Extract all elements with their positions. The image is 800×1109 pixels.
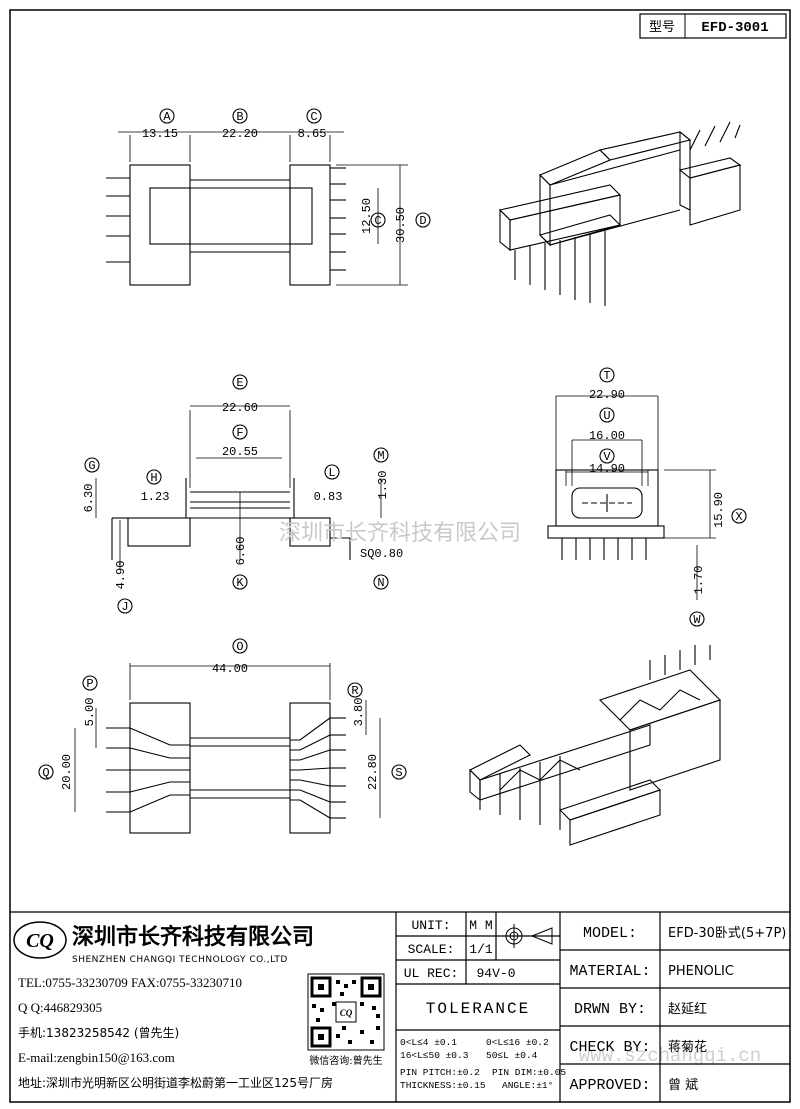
- dim-f: 20.55: [222, 445, 258, 459]
- label-b: B: [236, 110, 243, 124]
- ulrec-value: 94V-0: [476, 966, 515, 981]
- label-o: O: [236, 640, 243, 654]
- company-tel: TEL:0755-33230709 FAX:0755-33230710: [18, 975, 242, 990]
- label-a: A: [163, 110, 171, 124]
- watermark-text: 深圳市长齐科技有限公司: [279, 521, 521, 546]
- drawn-value: 赵延红: [668, 1001, 707, 1017]
- approved-label: APPROVED:: [569, 1077, 650, 1094]
- label-w: W: [693, 613, 701, 627]
- label-f: F: [236, 426, 243, 440]
- dim-e: 22.60: [222, 401, 258, 415]
- qr-code: CQ: [307, 973, 385, 1051]
- model-value: EFD-30卧式(5+7P): [668, 926, 786, 941]
- dim-o: 44.00: [212, 662, 248, 676]
- dim-n: SQ0.80: [360, 547, 403, 561]
- iso-view-top: [498, 121, 742, 306]
- label-g: G: [88, 459, 95, 473]
- dim-d: 30.50: [394, 207, 408, 243]
- label-x: X: [735, 510, 742, 524]
- dim-g: 6.30: [82, 484, 96, 513]
- iso-view-bottom: [469, 645, 722, 846]
- tolerance-title: TOLERANCE: [426, 1000, 530, 1018]
- label-k: K: [236, 576, 244, 590]
- tol-angle: ANGLE:±1°: [502, 1080, 553, 1091]
- label-v: V: [603, 450, 611, 464]
- label-j: J: [121, 600, 128, 614]
- label-t: T: [603, 369, 610, 383]
- dim-t: 22.90: [589, 388, 625, 402]
- company-name-cn: 深圳市长齐科技有限公司: [72, 924, 314, 950]
- approved-value: 曾 斌: [668, 1078, 698, 1093]
- drawn-label: DRWN BY:: [574, 1001, 646, 1018]
- unit-label: UNIT:: [411, 918, 450, 933]
- dim-r: 3.80: [352, 698, 366, 727]
- end-view: [547, 367, 747, 627]
- label-p: P: [86, 677, 93, 691]
- label-l: L: [328, 466, 335, 480]
- label-m: M: [377, 449, 384, 463]
- model-label: MODEL:: [583, 925, 637, 942]
- label-n: N: [377, 576, 384, 590]
- material-label: MATERIAL:: [569, 963, 650, 980]
- watermark-url: www.szchangqi.cn: [579, 1045, 761, 1067]
- scale-label: SCALE:: [408, 942, 455, 957]
- check-value: 蒋菊花: [668, 1039, 707, 1055]
- label-c: C: [310, 110, 317, 124]
- dim-m: 1.30: [376, 471, 390, 500]
- top-view: [106, 108, 431, 286]
- dim-u: 16.00: [589, 429, 625, 443]
- label-e: E: [236, 376, 243, 390]
- qr-logo-text: CQ: [340, 1008, 353, 1018]
- company-phone: 手机:13823258542 (曾先生): [18, 1026, 179, 1040]
- header-model-value: EFD-3001: [701, 20, 768, 36]
- label-c2: C: [374, 214, 381, 228]
- dim-p: 5.00: [83, 698, 97, 727]
- dim-h: 1.23: [141, 490, 170, 504]
- header-model-box: 型号 EFD-3001: [639, 13, 787, 39]
- company-address: 地址:深圳市光明新区公明街道李松蔚第一工业区125号厂房: [18, 1075, 333, 1090]
- dim-c2: 12.50: [360, 198, 374, 234]
- label-u: U: [603, 409, 610, 423]
- tol-pin-pitch: PIN PITCH:±0.2: [400, 1067, 480, 1078]
- company-qq: Q Q:446829305: [18, 1000, 102, 1015]
- dim-k: 6.60: [234, 537, 248, 566]
- label-r: R: [351, 684, 358, 698]
- side-view: [84, 374, 389, 614]
- dim-j: 4.90: [114, 561, 128, 590]
- dim-w: 1.70: [692, 566, 706, 595]
- bottom-view: [38, 638, 407, 834]
- ulrec-label: UL REC:: [404, 966, 459, 981]
- sheet-border: [9, 9, 791, 1103]
- tol-pin-dim: PIN DIM:±0.05: [492, 1067, 566, 1078]
- dim-b: 22.20: [222, 127, 258, 141]
- company-email: E-mail:zengbin150@163.com: [18, 1050, 175, 1065]
- label-s: S: [395, 766, 402, 780]
- label-d: D: [419, 214, 426, 228]
- label-q: Q: [42, 766, 49, 780]
- dim-c: 8.65: [298, 127, 327, 141]
- dim-s: 22.80: [366, 754, 380, 790]
- qr-caption: 微信咨询:曾先生: [309, 1054, 382, 1067]
- tol-row-4: 50≤L ±0.4: [486, 1050, 538, 1061]
- tol-row-2: 0<L≤16 ±0.2: [486, 1037, 549, 1048]
- dim-v: 14.90: [589, 462, 625, 476]
- unit-value: M M: [469, 918, 492, 933]
- company-name-en: SHENZHEN CHANGQI TECHNOLOGY CO.,LTD: [72, 955, 288, 965]
- logo-text: CQ: [26, 930, 54, 952]
- dim-a: 13.15: [142, 127, 178, 141]
- dim-q: 20.00: [60, 754, 74, 790]
- material-value: PHENOLIC: [668, 964, 734, 979]
- dim-x: 15.90: [712, 492, 726, 528]
- tol-thickness: THICKNESS:±0.15: [400, 1080, 486, 1091]
- projection-symbol: [502, 924, 553, 948]
- label-h: H: [150, 471, 157, 485]
- company-logo: CQ: [13, 921, 67, 959]
- scale-value: 1/1: [469, 942, 493, 957]
- header-model-label: 型号: [649, 20, 675, 35]
- tol-row-3: 16<L≤50 ±0.3: [400, 1050, 469, 1061]
- tol-row-1: 0<L≤4 ±0.1: [400, 1037, 457, 1048]
- check-label: CHECK BY:: [569, 1039, 650, 1056]
- dim-l: 0.83: [314, 490, 343, 504]
